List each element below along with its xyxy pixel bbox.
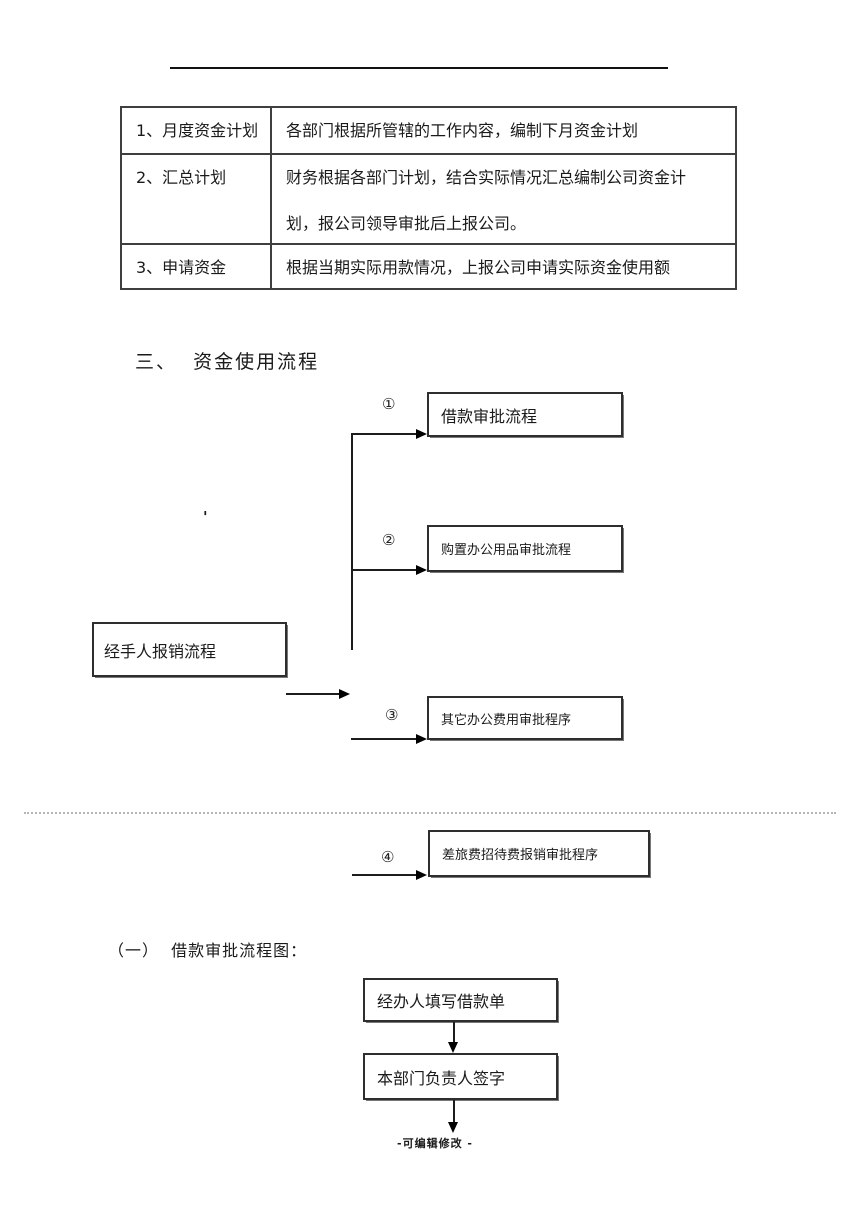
- table-row: 1、月度资金计划 各部门根据所管辖的工作内容，编制下月资金计划: [122, 108, 735, 153]
- connector-line-branch-2: [351, 569, 417, 571]
- table-cell-desc: 各部门根据所管辖的工作内容，编制下月资金计划: [272, 108, 735, 153]
- funding-plan-table: 1、月度资金计划 各部门根据所管辖的工作内容，编制下月资金计划 2、汇总计划 财…: [120, 106, 737, 290]
- arrow-down-icon: [448, 1122, 458, 1133]
- branch-marker-2: ②: [382, 531, 396, 549]
- flow-box-source: 经手人报销流程: [92, 622, 287, 677]
- branch-marker-3: ③: [385, 706, 399, 724]
- table-cell-label: 1、月度资金计划: [122, 108, 272, 153]
- branch-marker-1: ①: [382, 395, 396, 413]
- table-cell-label: 2、汇总计划: [122, 155, 272, 243]
- arrow-right-icon: [416, 429, 427, 439]
- table-row: 3、申请资金 根据当期实际用款情况，上报公司申请实际资金使用额: [122, 243, 735, 288]
- connector-line-branch-1: [351, 433, 417, 435]
- arrow-right-icon: [339, 689, 350, 699]
- connector-line-step: [453, 1100, 455, 1123]
- flow-box-branch-3: 其它办公费用审批程序: [427, 696, 623, 740]
- connector-line-step: [453, 1022, 455, 1043]
- table-row: 2、汇总计划 财务根据各部门计划，结合实际情况汇总编制公司资金计 划，报公司领导…: [122, 153, 735, 243]
- horizontal-rule: [170, 67, 668, 69]
- flow-box-branch-2: 购置办公用品审批流程: [427, 525, 623, 572]
- connector-line-branch-4: [352, 874, 417, 876]
- table-cell-desc: 财务根据各部门计划，结合实际情况汇总编制公司资金计 划，报公司领导审批后上报公司…: [272, 155, 735, 243]
- arrow-down-icon: [448, 1042, 458, 1053]
- table-cell-desc-line: 各部门根据所管辖的工作内容，编制下月资金计划: [286, 121, 639, 140]
- connector-line-branch-3: [351, 738, 417, 740]
- stray-mark: ': [203, 508, 208, 526]
- connector-vertical-line: [351, 434, 353, 650]
- table-cell-desc: 根据当期实际用款情况，上报公司申请实际资金使用额: [272, 245, 735, 288]
- flow-box-branch-4: 差旅费招待费报销审批程序: [428, 830, 650, 877]
- table-cell-desc-line: 根据当期实际用款情况，上报公司申请实际资金使用额: [286, 258, 671, 277]
- table-cell-desc-line: 划，报公司领导审批后上报公司。: [286, 214, 527, 233]
- footer-note: -可编辑修改 -: [397, 1137, 473, 1150]
- table-cell-label: 3、申请资金: [122, 245, 272, 288]
- section-heading: 三、 资金使用流程: [135, 351, 320, 373]
- flow-box-step-1: 经办人填写借款单: [363, 978, 558, 1022]
- branch-marker-4: ④: [381, 848, 395, 866]
- arrow-right-icon: [416, 734, 427, 744]
- subsection-heading: （一） 借款审批流程图：: [108, 941, 308, 960]
- table-cell-desc-line: 财务根据各部门计划，结合实际情况汇总编制公司资金计: [286, 168, 687, 187]
- flow-box-step-2: 本部门负责人签字: [363, 1053, 558, 1100]
- page-break-dotted-rule: [24, 812, 836, 814]
- arrow-right-icon: [416, 870, 427, 880]
- arrow-right-icon: [416, 565, 427, 575]
- flow-box-branch-1: 借款审批流程: [427, 392, 623, 437]
- connector-line-source: [286, 693, 340, 695]
